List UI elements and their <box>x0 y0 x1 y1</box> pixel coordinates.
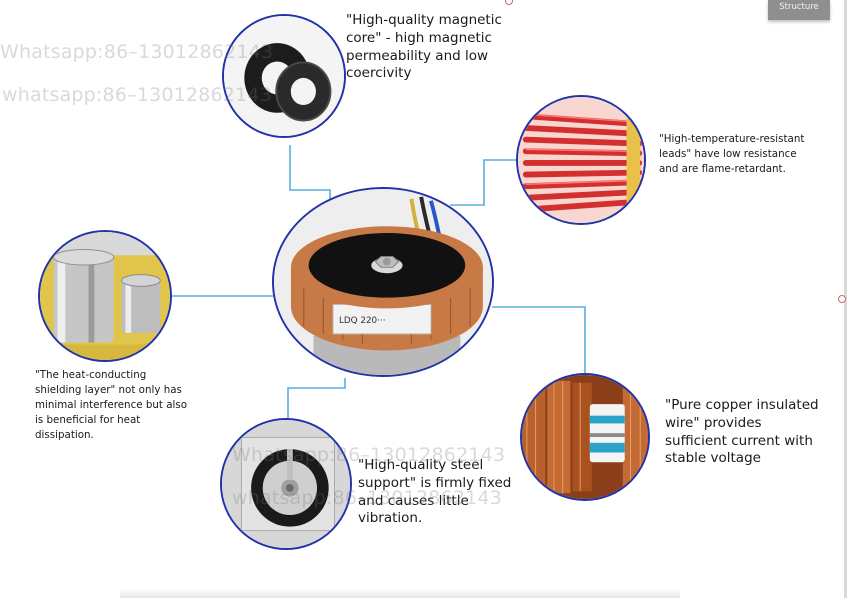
edge-handle-dot[interactable] <box>838 295 846 303</box>
connector-support <box>287 378 346 420</box>
copper-wire-image <box>520 373 650 501</box>
caption-magnetic-core: "High-quality magnetic core" - high magn… <box>346 12 502 82</box>
watermark-text: Whatsapp:86–13012862143 <box>232 444 506 466</box>
watermark-text: Whatsapp:86–13012862143 <box>0 41 274 63</box>
caption-shielding: "The heat-conducting shielding layer" no… <box>35 369 188 441</box>
bottom-shadow <box>120 588 680 598</box>
connector-copper <box>492 306 586 380</box>
connector-leads <box>450 159 520 206</box>
steel-support-image <box>220 418 352 550</box>
caption-steel-support: "High-quality steel support" is firmly f… <box>358 457 512 527</box>
shielding-layer-image <box>38 230 172 362</box>
leads-image <box>516 95 646 225</box>
magnetic-core-image <box>222 14 346 138</box>
toroidal-transformer-image: LDQ 220··· <box>272 187 494 377</box>
transformer-label: LDQ 220··· <box>339 316 386 326</box>
watermark-text: whatsapp:86–13012862143 <box>2 84 272 106</box>
structure-badge-label: Structure <box>779 2 819 12</box>
structure-badge[interactable]: Structure <box>768 0 830 20</box>
caption-leads: "High-temperature-resistant leads" have … <box>659 133 805 175</box>
watermark-text: whatsapp:86–13012862143 <box>232 487 502 509</box>
caption-copper-wire: "Pure copper insulated wire" provides su… <box>665 397 819 467</box>
edge-handle-dot[interactable] <box>505 0 513 5</box>
